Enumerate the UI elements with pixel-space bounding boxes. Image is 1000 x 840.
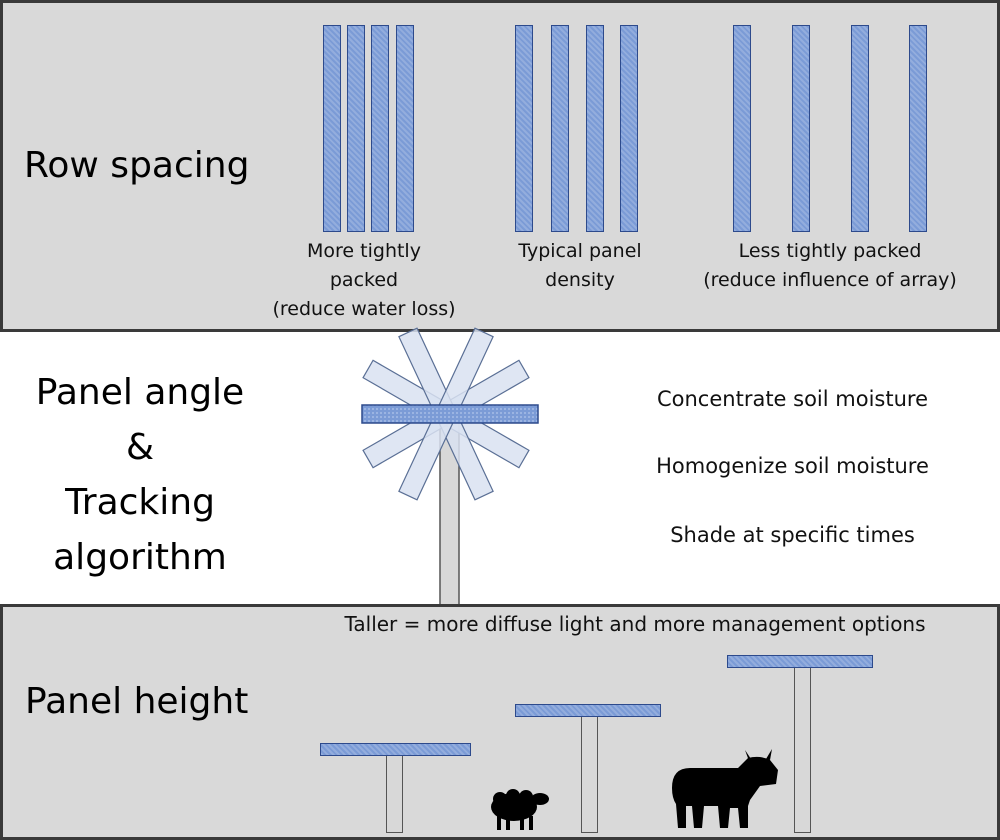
panel-row <box>792 25 810 232</box>
panel-angle-title: Panel angle & Tracking algorithm <box>35 372 245 578</box>
short-panel <box>320 743 471 756</box>
panel-row <box>323 25 341 232</box>
row-spacing-section <box>0 0 1000 332</box>
row-group-typical-label: Typical panel density <box>518 240 642 291</box>
panel-row <box>909 25 927 232</box>
panel-height-title: Panel height <box>25 681 249 722</box>
option-shade: Shade at specific times <box>670 523 915 547</box>
panel-row <box>586 25 604 232</box>
panel-row <box>551 25 569 232</box>
panel-row <box>347 25 365 232</box>
panel-row <box>733 25 751 232</box>
tall-post <box>794 666 811 833</box>
panel-row <box>371 25 389 232</box>
medium-post <box>581 716 598 833</box>
panel-height-caption: Taller = more diffuse light and more man… <box>344 612 926 636</box>
medium-panel <box>515 704 661 717</box>
panel-row <box>620 25 638 232</box>
row-group-tight-label: More tightly packed (reduce water loss) <box>272 240 456 320</box>
option-homogenize: Homogenize soil moisture <box>656 454 929 478</box>
row-spacing-title: Row spacing <box>24 145 250 186</box>
short-post <box>386 755 403 833</box>
option-concentrate: Concentrate soil moisture <box>656 387 928 411</box>
panel-row <box>851 25 869 232</box>
tall-panel <box>727 655 873 668</box>
panel-row <box>396 25 414 232</box>
panel-row <box>515 25 533 232</box>
row-group-loose-label: Less tightly packed (reduce influence of… <box>703 240 957 291</box>
